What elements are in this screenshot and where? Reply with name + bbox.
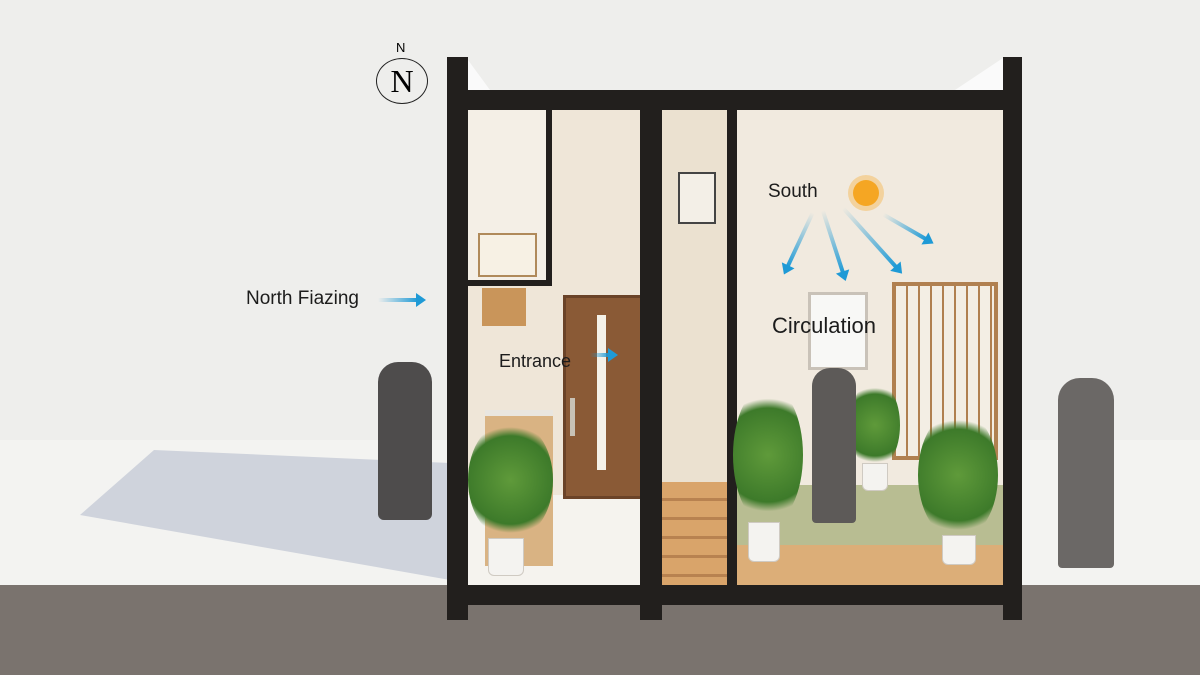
plant-right-room	[918, 410, 998, 540]
floor-slab	[447, 585, 1022, 605]
compass: N	[376, 58, 428, 104]
pot-right-room	[942, 535, 976, 565]
person-inside	[812, 368, 856, 523]
stairs	[662, 482, 727, 585]
lantern	[478, 233, 537, 277]
left-wall	[447, 57, 468, 620]
plant-back-room	[850, 380, 900, 470]
pot-entry	[488, 538, 524, 576]
entrance-arrow	[590, 348, 618, 362]
compass-north-label: N	[396, 40, 406, 55]
north-glazing-label: North Fiazing	[246, 288, 359, 309]
door-handle	[570, 398, 575, 436]
roof-slab	[447, 90, 1022, 110]
pot-back-room	[862, 463, 888, 491]
north-glazing-arrow	[378, 293, 426, 307]
partition-wall-2	[727, 110, 737, 585]
small-window	[808, 292, 868, 370]
ceiling-light	[678, 172, 716, 224]
right-wall	[1003, 57, 1022, 620]
plant-entry	[468, 420, 553, 540]
plant-left-room	[733, 385, 803, 525]
door-window	[597, 315, 606, 470]
entrance-label: Entrance	[499, 351, 572, 371]
person-right	[1058, 378, 1114, 568]
wall-cabinet	[482, 288, 526, 326]
south-label: South	[768, 181, 818, 202]
sun-icon	[853, 180, 879, 206]
circulation-label: Circulation	[772, 313, 876, 338]
person-left	[378, 362, 432, 520]
pot-left-room	[748, 522, 780, 562]
partition-wall-1	[640, 90, 662, 620]
